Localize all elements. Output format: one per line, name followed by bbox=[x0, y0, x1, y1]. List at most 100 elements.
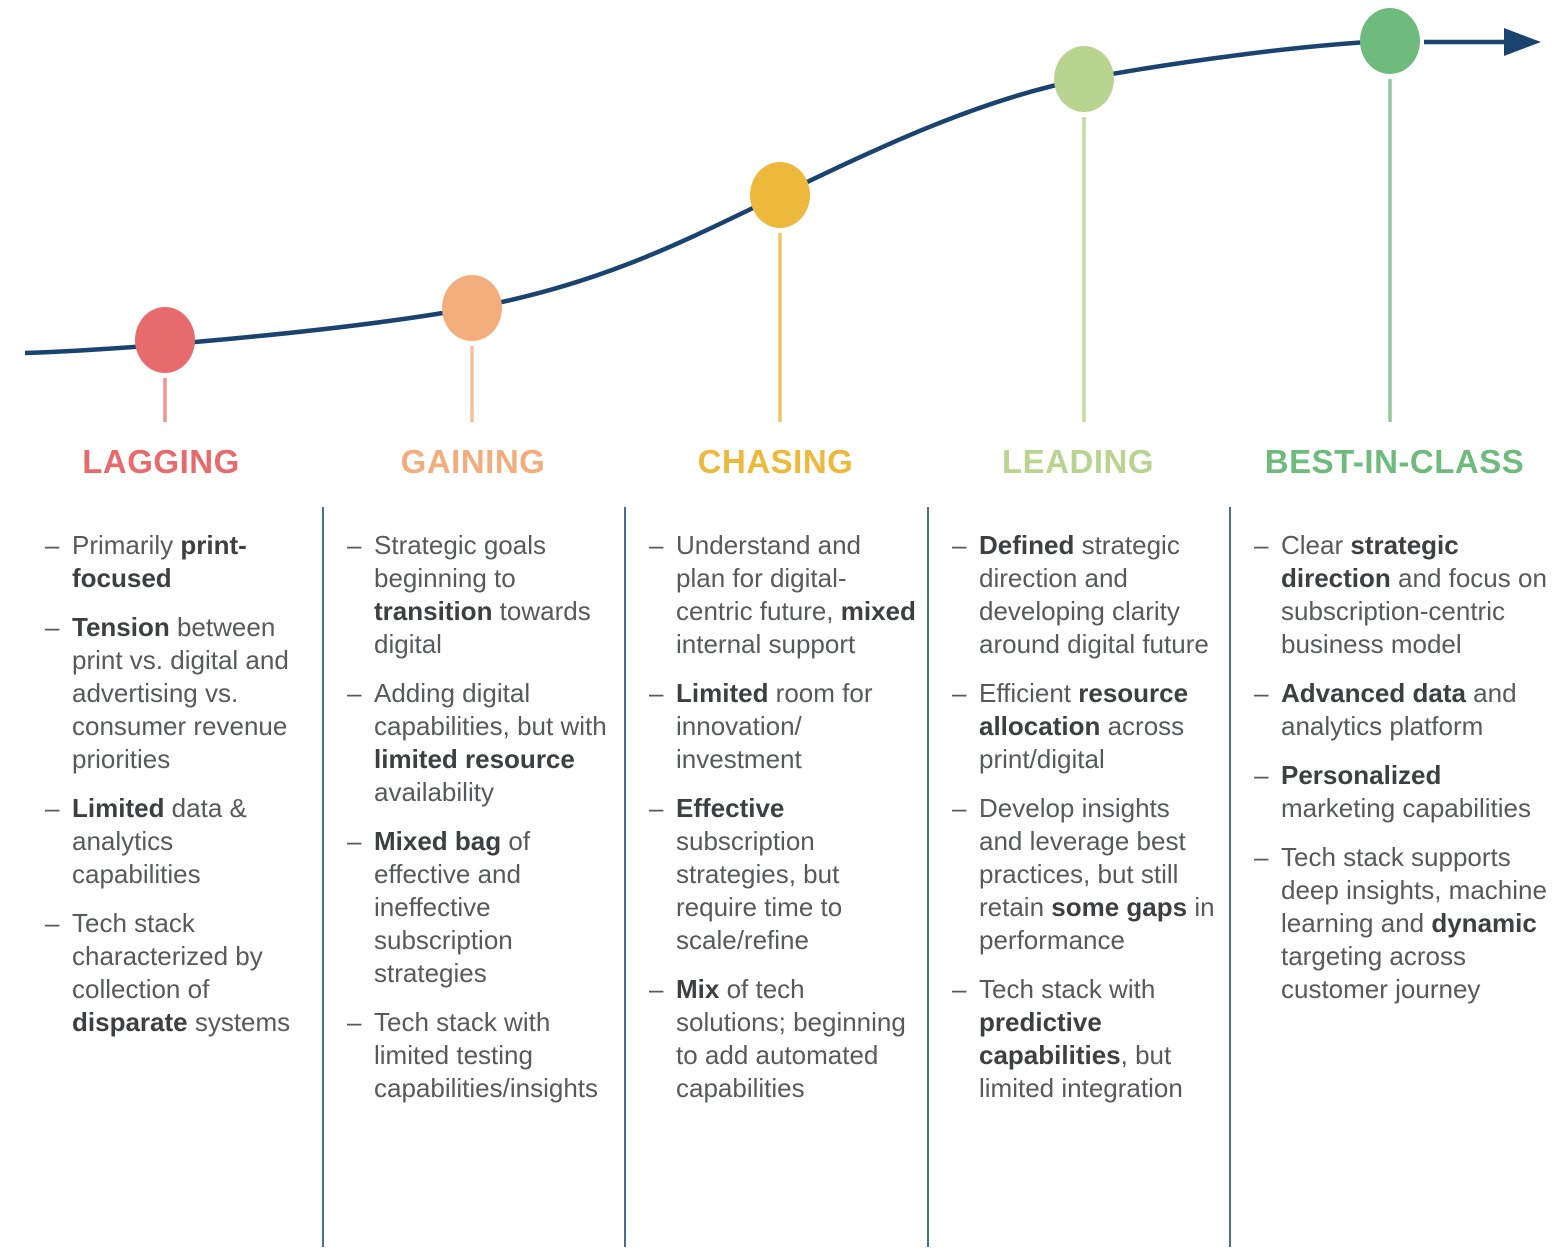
bullet-text-segment: systems bbox=[187, 1007, 291, 1037]
bullet-item: –Strategic goals beginning to transition… bbox=[347, 529, 614, 661]
bullet-text: Tech stack with predictive capabilities,… bbox=[979, 973, 1219, 1105]
bullet-item: –Mix of tech solutions; beginning to add… bbox=[649, 973, 917, 1105]
stage-column-lagging: LAGGING–Primarily print-focused–Tension … bbox=[0, 432, 322, 1251]
bullet-text-segment: targeting across customer journey bbox=[1281, 941, 1481, 1004]
bullet-text-segment: and analytics platform bbox=[1281, 678, 1517, 741]
bullet-item: –Understand and plan for digital-centric… bbox=[649, 529, 917, 661]
bullet-text-bold: strategic direction bbox=[1281, 530, 1459, 593]
bullet-text-bold: Mixed bag bbox=[374, 826, 502, 856]
bullet-dash: – bbox=[347, 678, 362, 708]
bullet-text: Defined strategic direction and developi… bbox=[979, 529, 1219, 661]
bullet-dash: – bbox=[347, 1007, 362, 1037]
bullet-dash: – bbox=[952, 678, 967, 708]
bullet-text: Effective subscription strategies, but r… bbox=[676, 792, 917, 957]
bullet-text: Limited data & analytics capabilities bbox=[72, 792, 308, 891]
stage-dot-lagging bbox=[135, 307, 195, 373]
bullet-text: Mix of tech solutions; beginning to add … bbox=[676, 973, 917, 1105]
stage-label-chasing: CHASING bbox=[697, 443, 854, 480]
bullet-text-segment: Understand and plan for digital-centric … bbox=[676, 530, 862, 626]
stage-bullets-lagging: –Primarily print-focused–Tension between… bbox=[0, 507, 322, 1247]
bullet-text-bold: Defined bbox=[979, 530, 1075, 560]
bullet-item: –Limited data & analytics capabilities bbox=[45, 792, 308, 891]
bullet-text-segment: Efficient bbox=[979, 678, 1079, 708]
stage-dot-chasing bbox=[750, 162, 810, 228]
stage-column-best-in-class: BEST-IN-CLASS –Clear strategic direction … bbox=[1229, 432, 1560, 1251]
bullet-item: –Limited room for innovation/​investment bbox=[649, 677, 917, 776]
bullet-text-segment: of effective and ineffective subscriptio… bbox=[374, 826, 531, 988]
bullet-dash: – bbox=[952, 793, 967, 823]
bullet-dash: – bbox=[952, 530, 967, 560]
bullet-text: Tech stack supports deep insights, machi… bbox=[1281, 841, 1550, 1006]
stage-bullets-leading: –Defined strategic direction and develop… bbox=[927, 507, 1229, 1247]
bullet-item: –Tech stack with limited testing capabil… bbox=[347, 1006, 614, 1105]
bullet-text-bold: Tension bbox=[72, 612, 170, 642]
bullet-text-segment: Primarily bbox=[72, 530, 181, 560]
bullet-text-segment: Tech stack supports deep insights, machi… bbox=[1281, 842, 1547, 938]
bullet-text-bold: mixed bbox=[840, 596, 916, 626]
bullet-text: Tech stack characterized by collection o… bbox=[72, 907, 308, 1039]
bullet-text-segment: Strategic goals beginning to bbox=[374, 530, 546, 593]
stage-dot-gaining bbox=[442, 275, 502, 341]
bullet-text-bold: limited resource bbox=[374, 744, 575, 774]
bullet-text-bold: Limited bbox=[676, 678, 769, 708]
bullet-item: –Tension between print vs. digital and a… bbox=[45, 611, 308, 776]
bullet-text: Limited room for innovation/​investment bbox=[676, 677, 917, 776]
stage-bullets-best-in-class: –Clear strategic direction and focus on … bbox=[1229, 507, 1560, 1247]
bullet-dash: – bbox=[45, 793, 60, 823]
bullet-text-segment: Develop insights and leverage best pract… bbox=[979, 793, 1186, 922]
bullet-text-segment: towards digital bbox=[374, 596, 591, 659]
bullet-text-segment: Tech stack characterized by collection o… bbox=[72, 908, 263, 1004]
bullet-item: –Advanced data and analytics platform bbox=[1254, 677, 1550, 743]
bullet-dash: – bbox=[347, 530, 362, 560]
stage-label-leading: LEADING bbox=[1002, 443, 1154, 480]
stage-dot-best-in-class bbox=[1360, 8, 1420, 74]
bullet-item: –Effective subscription strategies, but … bbox=[649, 792, 917, 957]
bullet-text-bold: print-focused bbox=[72, 530, 247, 593]
stage-column-gaining: GAINING–Strategic goals beginning to tra… bbox=[322, 432, 624, 1251]
bullet-text-segment: availability bbox=[374, 777, 494, 807]
bullet-item: –Efficient resource allocation across pr… bbox=[952, 677, 1219, 776]
bullet-dash: – bbox=[1254, 760, 1269, 790]
arrow-head-icon bbox=[1504, 28, 1541, 56]
bullet-text-bold: disparate bbox=[72, 1007, 188, 1037]
stage-column-chasing: CHASING – Understand and plan for digital-… bbox=[624, 432, 927, 1251]
stage-bullets-chasing: – Understand and plan for digital-centric… bbox=[624, 507, 927, 1247]
stage-columns: LAGGING–Primarily print-focused–Tension … bbox=[0, 432, 1560, 1251]
bullet-text-bold: Advanced data bbox=[1281, 678, 1466, 708]
bullet-text: Develop insights and leverage best pract… bbox=[979, 792, 1219, 957]
bullet-text-segment: Tech stack with limited testing capabili… bbox=[374, 1007, 599, 1103]
bullet-text-bold: dynamic bbox=[1431, 908, 1537, 938]
stage-label-best-in-class: BEST-IN-CLASS bbox=[1264, 443, 1525, 480]
stage-label-gaining: GAINING bbox=[400, 443, 546, 480]
bullet-text-segment: in performance bbox=[979, 892, 1215, 955]
bullet-text: Advanced data and analytics platform bbox=[1281, 677, 1550, 743]
bullet-text: Personalized marketing capabilities bbox=[1281, 759, 1550, 825]
bullet-text-bold: Mix bbox=[676, 974, 720, 1004]
bullet-text: Efficient resource allocation across pri… bbox=[979, 677, 1219, 776]
bullet-dash: – bbox=[1254, 842, 1269, 872]
bullet-item: –Clear strategic direction and focus on … bbox=[1254, 529, 1550, 661]
bullet-dash: – bbox=[649, 678, 664, 708]
bullet-text-segment: room for innovation/​investment bbox=[676, 678, 873, 774]
bullet-text-segment: data & analytics capabilities bbox=[72, 793, 247, 889]
bullet-text-segment: Clear bbox=[1281, 530, 1351, 560]
bullet-dash: – bbox=[1254, 530, 1269, 560]
bullet-text-bold: predictive capabilities bbox=[979, 1007, 1121, 1070]
stage-bullets-gaining: –Strategic goals beginning to transition… bbox=[322, 507, 624, 1247]
maturity-curve-svg bbox=[24, 8, 1541, 422]
bullet-text-segment: strategic direction and developing clari… bbox=[979, 530, 1209, 659]
bullet-dash: – bbox=[45, 530, 60, 560]
bullet-text: Mixed bag of effective and ineffective s… bbox=[374, 825, 614, 990]
bullet-item: –Tech stack supports deep insights, mach… bbox=[1254, 841, 1550, 1006]
bullet-text: Strategic goals beginning to transition … bbox=[374, 529, 614, 661]
bullet-text-bold: transition bbox=[374, 596, 493, 626]
bullet-dash: – bbox=[649, 974, 664, 1004]
bullet-item: –Mixed bag of effective and ineffective … bbox=[347, 825, 614, 990]
bullet-text-segment: , but limited integration bbox=[979, 1040, 1183, 1103]
bullet-text-segment: subscription strategies, but require tim… bbox=[676, 826, 843, 955]
bullet-text-bold: Limited bbox=[72, 793, 165, 823]
bullet-text-bold: resource allocation bbox=[979, 678, 1189, 741]
bullet-text: Tension between print vs. digital and ad… bbox=[72, 611, 308, 776]
bullet-text-segment: Adding digital capabilities, but with bbox=[374, 678, 607, 741]
